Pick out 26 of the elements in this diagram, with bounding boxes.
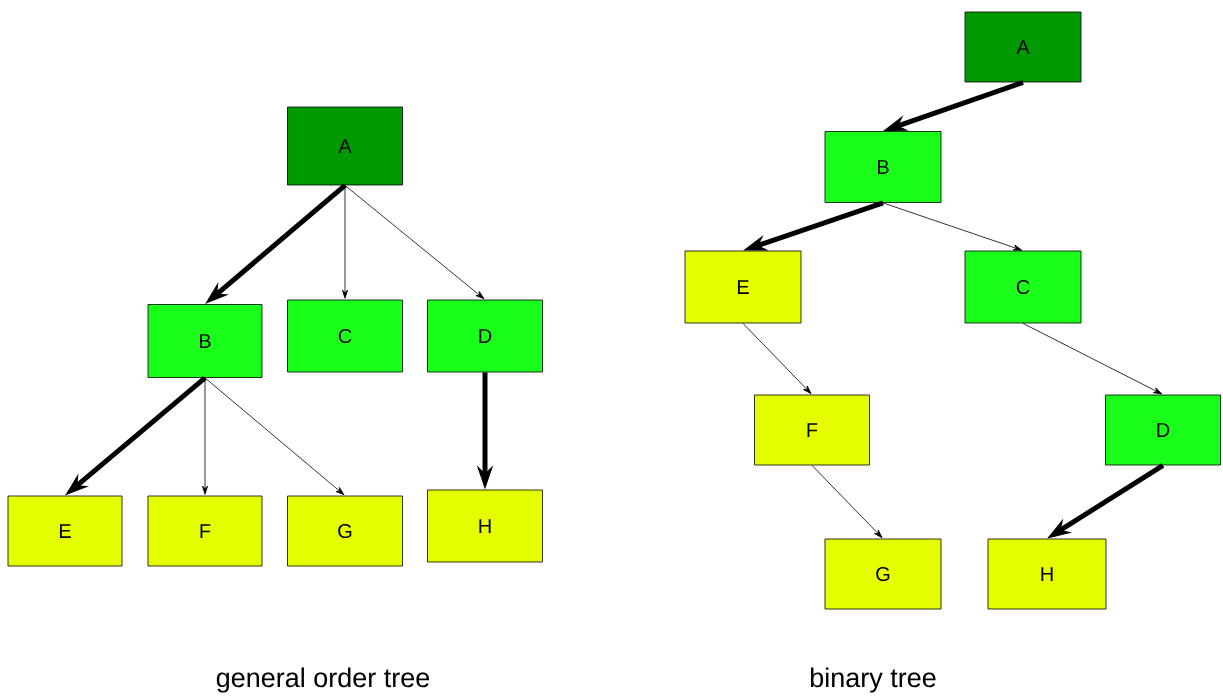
tree-node-box: H	[427, 489, 543, 563]
arrow	[1022, 323, 1163, 395]
arrow	[341, 185, 349, 299]
tree-node-box: D	[427, 299, 543, 373]
tree-caption: general order tree	[216, 667, 430, 693]
tree-node-box: H	[987, 538, 1107, 610]
tree-node-box: A	[287, 106, 403, 186]
tree-node-box: F	[754, 394, 870, 466]
arrow	[882, 202, 1023, 251]
tree-node-box: G	[287, 495, 403, 567]
arrow	[344, 185, 485, 300]
tree-caption: binary tree	[810, 667, 936, 693]
tree-node-box: C	[287, 299, 403, 373]
tree-node-box: A	[964, 11, 1082, 83]
arrow	[204, 377, 345, 496]
tree-node-box: F	[147, 495, 263, 567]
arrow	[742, 323, 812, 395]
tree-node-box: E	[684, 250, 802, 324]
tree-node-box: B	[147, 304, 263, 378]
tree-node-box: G	[824, 538, 942, 610]
tree-node-box: B	[824, 131, 942, 203]
tree-node-box: C	[964, 250, 1082, 324]
tree-node-box: E	[7, 495, 123, 567]
tree-node-box: D	[1105, 394, 1221, 466]
arrow	[811, 465, 883, 539]
arrow	[201, 377, 209, 495]
